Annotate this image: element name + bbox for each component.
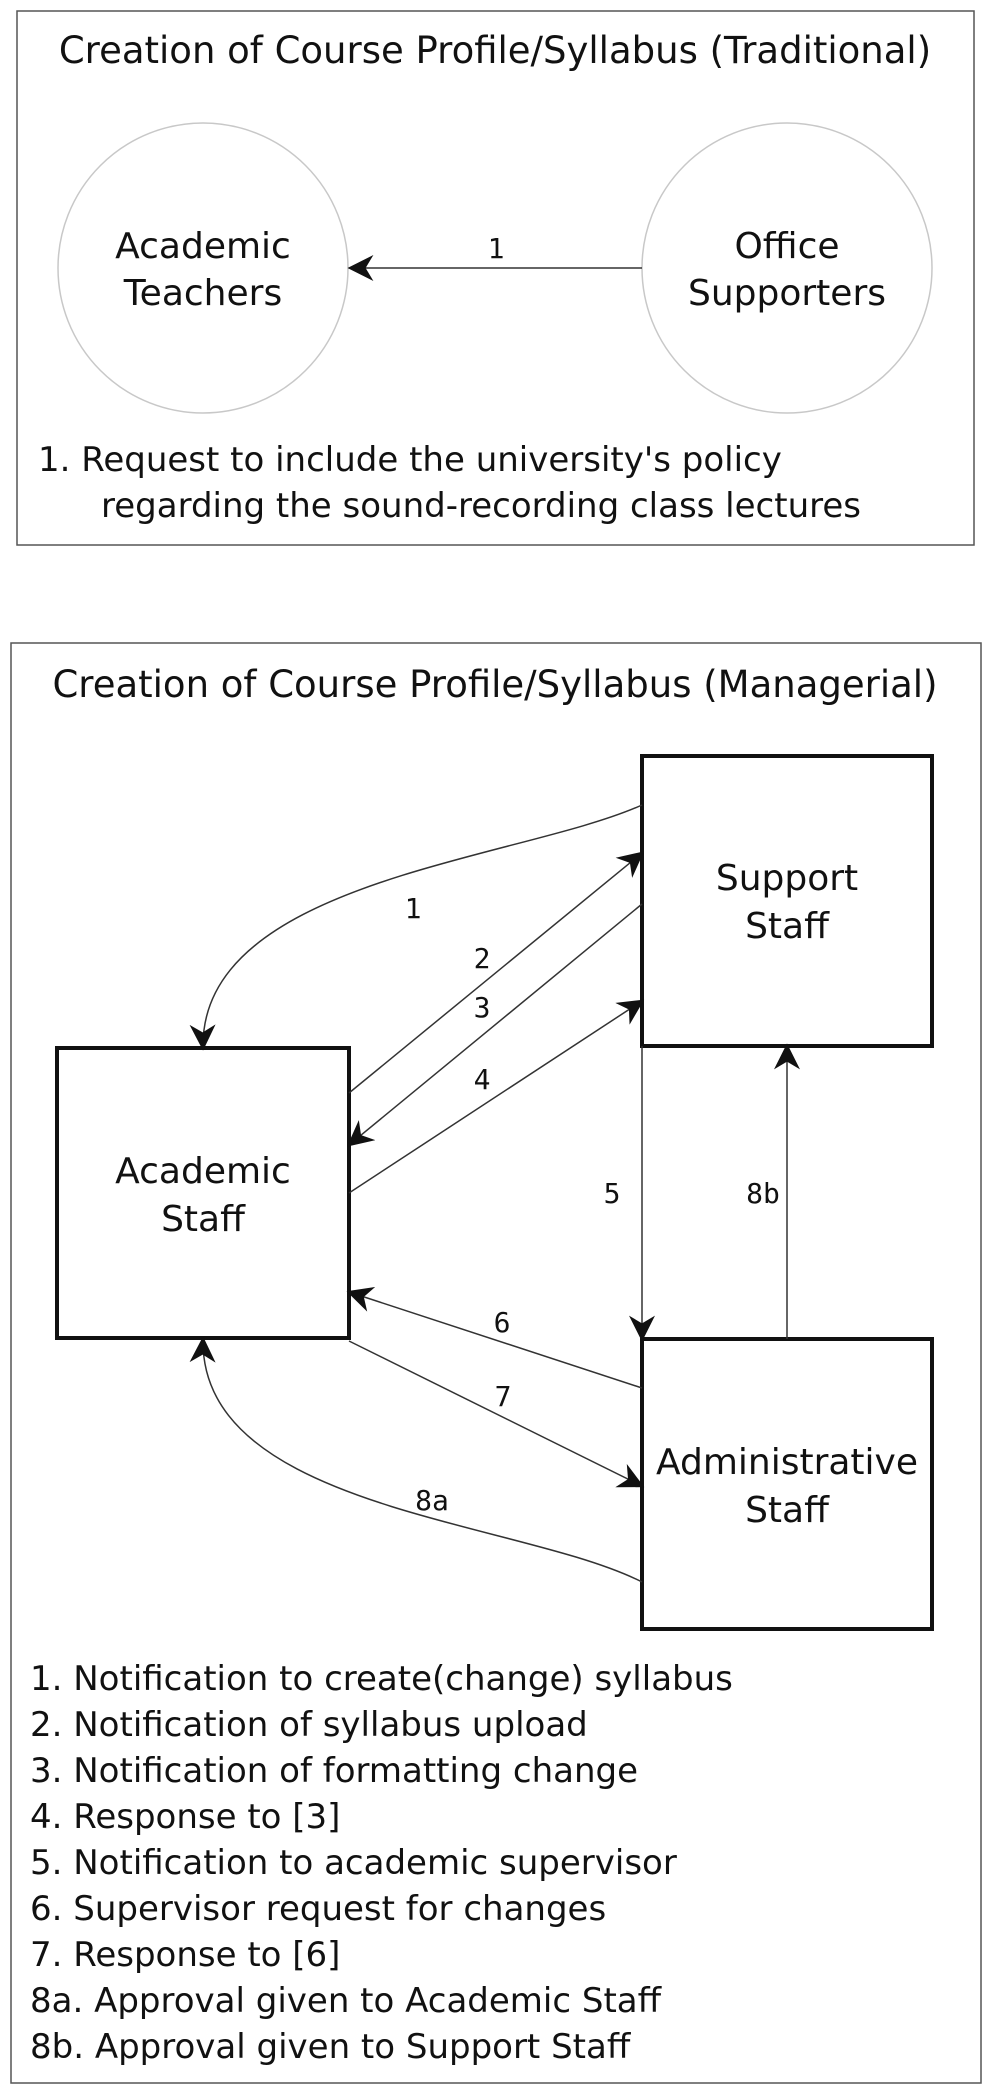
node-support-staff-label-line1: Support bbox=[716, 858, 858, 899]
legend-item-7: 7. Response to [6] bbox=[30, 1935, 340, 1975]
managerial-title: Creation of Course Profile/Syllabus (Man… bbox=[52, 663, 937, 706]
node-administrative-staff-label-line1: Administrative bbox=[656, 1442, 918, 1483]
edge-5-label: 5 bbox=[604, 1177, 621, 1210]
legend-item-2: 2. Notification of syllabus upload bbox=[30, 1705, 588, 1745]
edge-1-label: 1 bbox=[405, 892, 422, 925]
legend-item-1: 1. Notification to create(change) syllab… bbox=[30, 1659, 733, 1699]
legend-item-4: 4. Response to [3] bbox=[30, 1797, 340, 1837]
managerial-legend: 1. Notification to create(change) syllab… bbox=[30, 1659, 733, 2067]
node-academic-staff: Academic Staff bbox=[55, 1046, 351, 1340]
node-academic-teachers-label-line2: Teachers bbox=[123, 273, 282, 314]
node-academic-staff-label-line2: Staff bbox=[161, 1199, 246, 1240]
node-support-staff-label-line2: Staff bbox=[745, 906, 830, 947]
traditional-legend-line1: 1. Request to include the university's p… bbox=[38, 440, 782, 480]
traditional-edge-1-label: 1 bbox=[488, 232, 505, 265]
legend-item-3: 3. Notification of formatting change bbox=[30, 1751, 638, 1791]
traditional-panel: Creation of Course Profile/Syllabus (Tra… bbox=[16, 10, 975, 546]
edge-1 bbox=[189, 804, 643, 1051]
traditional-frame bbox=[16, 10, 975, 546]
legend-item-8a: 8a. Approval given to Academic Staff bbox=[30, 1981, 663, 2021]
legend-item-6: 6. Supervisor request for changes bbox=[30, 1889, 606, 1929]
edge-4 bbox=[348, 999, 645, 1194]
edge-7-label: 7 bbox=[495, 1380, 512, 1413]
legend-item-5: 5. Notification to academic supervisor bbox=[30, 1843, 677, 1883]
edge-8a-label: 8a bbox=[415, 1484, 449, 1517]
node-office-supporters-label-line2: Supporters bbox=[688, 273, 886, 314]
node-administrative-staff: Administrative Staff bbox=[640, 1337, 934, 1631]
edge-2 bbox=[348, 851, 645, 1094]
node-office-supporters: Office Supporters bbox=[641, 122, 933, 414]
legend-item-8b: 8b. Approval given to Support Staff bbox=[30, 2027, 632, 2067]
traditional-legend-line2: regarding the sound-recording class lect… bbox=[101, 486, 861, 526]
node-academic-teachers: Academic Teachers bbox=[57, 122, 349, 414]
node-office-supporters-label-line1: Office bbox=[734, 226, 839, 267]
node-academic-staff-label-line1: Academic bbox=[115, 1151, 291, 1192]
edge-2-label: 2 bbox=[474, 942, 491, 975]
edge-3 bbox=[346, 903, 643, 1147]
managerial-frame bbox=[10, 642, 982, 2084]
managerial-panel: Creation of Course Profile/Syllabus (Man… bbox=[10, 642, 982, 2084]
edge-3-label: 3 bbox=[474, 991, 491, 1024]
edge-8b-label: 8b bbox=[746, 1177, 780, 1210]
traditional-title: Creation of Course Profile/Syllabus (Tra… bbox=[59, 29, 931, 72]
edge-6-label: 6 bbox=[494, 1306, 511, 1339]
edge-8a bbox=[189, 1336, 643, 1583]
node-support-staff: Support Staff bbox=[640, 754, 934, 1048]
edge-6 bbox=[346, 1286, 643, 1389]
node-administrative-staff-label-line2: Staff bbox=[745, 1490, 830, 1531]
edge-4-label: 4 bbox=[474, 1063, 491, 1096]
edge-7 bbox=[348, 1340, 645, 1488]
node-academic-teachers-label-line1: Academic bbox=[115, 226, 291, 267]
